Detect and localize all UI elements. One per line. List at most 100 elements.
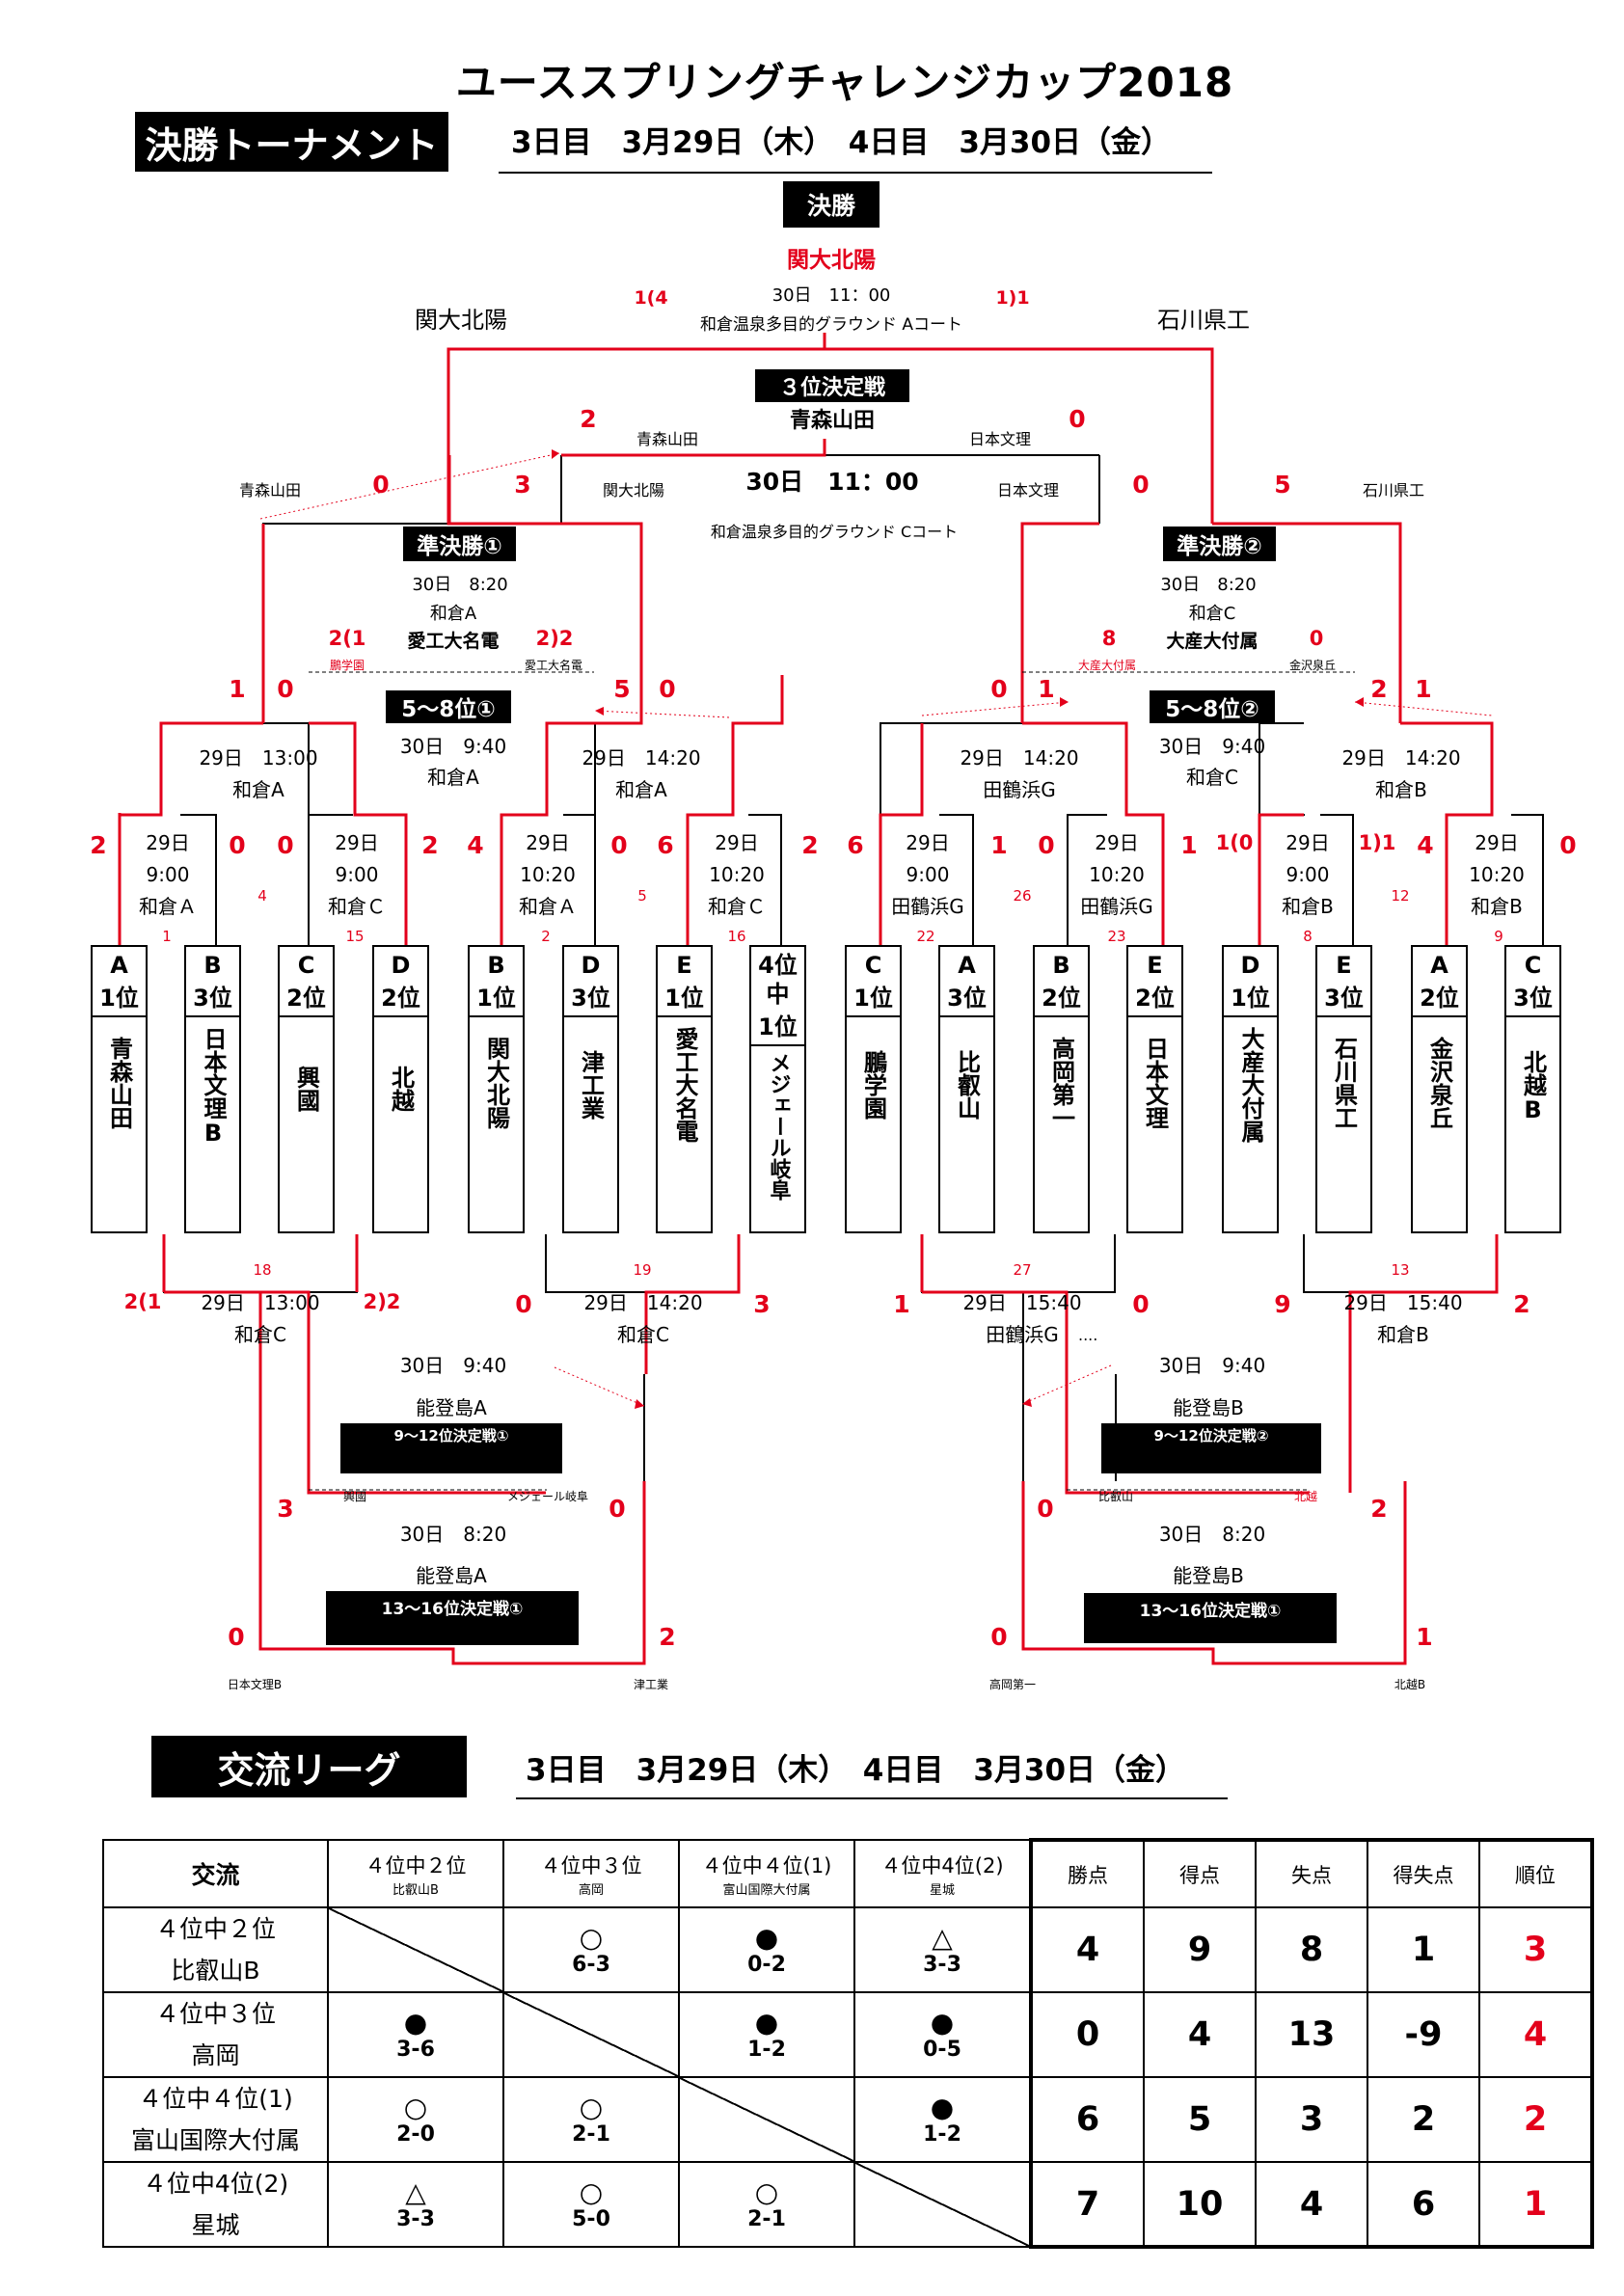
team-group: E: [676, 952, 692, 979]
team-name: 青森山田: [105, 1037, 133, 1129]
team-name: 興國: [292, 1066, 320, 1112]
team-box: D 1位大産大付属: [1222, 945, 1279, 1233]
team-name: 愛工大名電: [671, 1027, 698, 1143]
league-stat-cell: -9: [1367, 1991, 1480, 2078]
semi1-venue: 和倉A: [429, 604, 477, 624]
team-rank: 2位: [1135, 985, 1175, 1012]
stat-header: 得失点: [1367, 1838, 1480, 1908]
team-name: 大産大付属: [1237, 1027, 1264, 1143]
place58-2-label: 5～8位②: [1150, 690, 1275, 723]
team-name: 津工業: [577, 1050, 605, 1120]
team-divider: [93, 1015, 146, 1017]
qf4-right-score: 1: [1415, 675, 1432, 703]
sf1-outer-right-team: 関大北陽: [602, 481, 665, 500]
p912-2-venue: 能登島B: [1173, 1396, 1244, 1419]
sf2-outer-right-score: 5: [1274, 471, 1291, 499]
semi1-label: 準決勝①: [403, 527, 516, 561]
qf2-left-score: 5: [613, 675, 631, 703]
tournament-dates-underline: [499, 172, 1212, 174]
league-label: 交流リーグ: [151, 1736, 467, 1797]
lower3-no: 27: [1013, 1261, 1032, 1279]
league-stat-cell: 4: [1255, 2161, 1368, 2249]
p912-1-left-score: 3: [277, 1495, 294, 1523]
p1316-2-label: 13～16位決定戦①: [1084, 1593, 1337, 1643]
r1-match4-right-score: 2: [801, 831, 819, 859]
p1316-2-left-note: 高岡第一: [988, 1678, 1037, 1691]
r1-match3-no: 5: [637, 887, 647, 905]
r1-match6-left-score: 0: [1038, 831, 1055, 859]
league-col-header: ４位中４位(1)富山国際大付属: [678, 1839, 855, 1908]
league-result-cell: ○2-1: [502, 2076, 680, 2163]
league-result-cell: ○6-3: [502, 1906, 680, 1993]
semi1-winner: 愛工大名電: [407, 631, 500, 652]
third-left-score: 2: [580, 405, 597, 433]
r1-match8-left-score: 4: [1417, 831, 1434, 859]
place58-1-venue: 和倉A: [427, 766, 479, 789]
team-name: 鵬学園: [859, 1050, 887, 1120]
team-divider: [470, 1015, 523, 1017]
semi2-right-score: 0: [1309, 627, 1324, 650]
team-name: 比叡山: [953, 1050, 981, 1120]
team-rank: 3位: [1324, 985, 1364, 1012]
r1-match2-right-score: 2: [421, 831, 439, 859]
team-rank: 2位: [286, 985, 326, 1012]
team-group: B: [1052, 952, 1070, 979]
p912-1-right-score: 0: [609, 1495, 626, 1523]
league-col-header: ４位中３位高岡: [502, 1839, 680, 1908]
team-name: 関大北陽: [482, 1037, 510, 1129]
p1316-1-left-score: 0: [228, 1623, 245, 1651]
team-group: D: [391, 952, 411, 979]
team-name: 石川県工: [1330, 1037, 1358, 1129]
page-title: ユーススプリングチャレンジカップ2018: [455, 59, 1234, 106]
team-name: 高岡第一: [1047, 1037, 1075, 1129]
league-stat-cell: 1: [1367, 1906, 1480, 1993]
p1316-1-venue: 能登島A: [416, 1564, 487, 1587]
team-rank: 1位: [1231, 985, 1270, 1012]
team-divider: [1317, 1015, 1370, 1017]
p1316-1-label: 13～16位決定戦①: [326, 1591, 579, 1645]
team-divider: [280, 1015, 333, 1017]
r1-match8-right-score: 0: [1559, 831, 1577, 859]
team-group: D: [581, 952, 601, 979]
semi2-venue: 和倉C: [1188, 604, 1236, 624]
league-result-cell: ●1-2: [678, 1991, 855, 2078]
sf1-outer-right-score: 3: [514, 471, 531, 499]
league-stat-cell: 13: [1255, 1991, 1368, 2078]
third-right-score: 0: [1069, 405, 1086, 433]
team-rank: 2位: [381, 985, 420, 1012]
league-col-header: ４位中4位(2)星城: [853, 1839, 1033, 1908]
semi1-left-note: 鵬学園: [329, 659, 365, 672]
r1-match5-right-score: 1: [990, 831, 1008, 859]
sf1-outer-left-score: 0: [372, 471, 390, 499]
league-stat-cell: 3: [1255, 2076, 1368, 2163]
p912-1-label: 9～12位決定戦①: [340, 1423, 562, 1473]
league-table: 交流 ４位中２位比叡山B ４位中３位高岡 ４位中４位(1)富山国際大付属 ４位中…: [102, 1838, 1594, 2249]
qf3-left-score: 0: [990, 675, 1008, 703]
match-no: 2: [541, 928, 551, 945]
r1-match1-right-score: 0: [229, 831, 246, 859]
final-time: 30日 11：00: [771, 285, 891, 306]
league-row-label: ４位中４位(1)富山国際大付属: [102, 2076, 329, 2163]
team-group: E: [1147, 952, 1163, 979]
team-divider: [940, 1015, 993, 1017]
league-stat-cell: 2: [1478, 2076, 1594, 2163]
team-group: D: [1240, 952, 1260, 979]
p912-1-time: 30日 9:40: [399, 1354, 507, 1377]
team-rank: 3位: [193, 985, 232, 1012]
r1-match7-right-score: 1)1: [1358, 831, 1396, 854]
sf1-outer-left-team: 青森山田: [238, 481, 302, 500]
team-divider: [1506, 1015, 1559, 1017]
